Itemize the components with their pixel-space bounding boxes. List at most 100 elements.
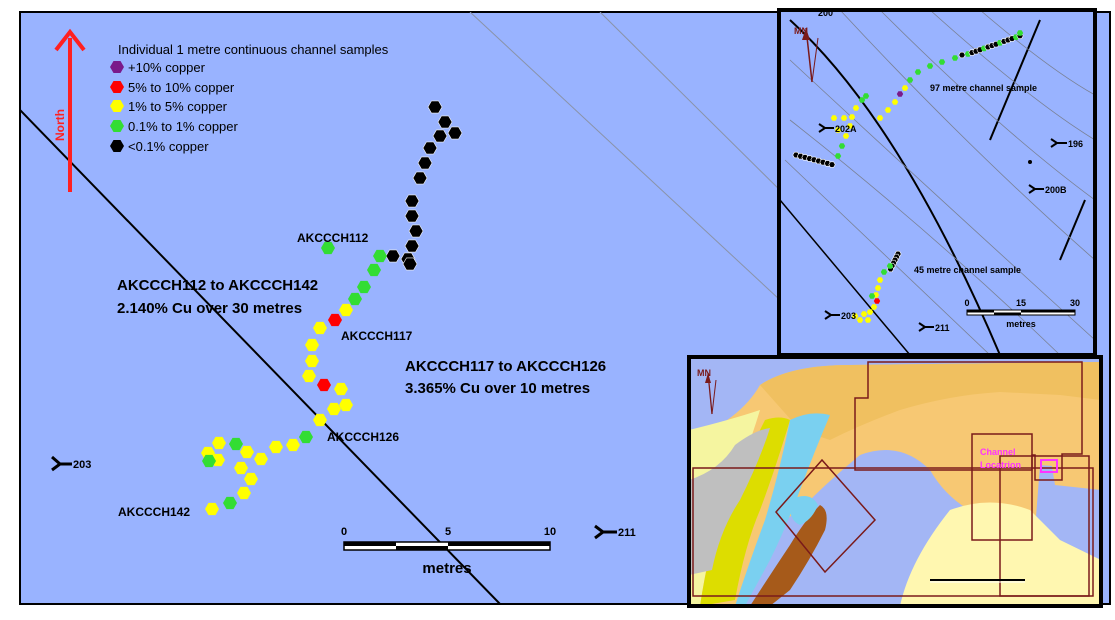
scale-tick-0: 0 [341, 526, 347, 538]
svg-text:203: 203 [841, 311, 856, 321]
sample-hexagon [417, 156, 433, 170]
inset-survey-points: 200 202A 196 200B 203 211 [818, 8, 1083, 333]
svg-text:0: 0 [964, 298, 969, 308]
channel-location-label-1: Channel [980, 447, 1016, 457]
sample-hexagon [408, 224, 424, 238]
channel-sample-hexagon [886, 263, 894, 269]
channel-label-45m: 45 metre channel sample [914, 265, 1021, 275]
scale-tick-5: 5 [445, 526, 451, 538]
channel-samples [201, 100, 463, 516]
svg-text:203: 203 [73, 459, 91, 471]
sample-hexagon [328, 313, 342, 327]
channel-sample-hexagon [951, 55, 959, 61]
channel-sample-hexagon [891, 99, 899, 105]
channel-sample-hexagon [914, 69, 922, 75]
channel-sample-hexagon [858, 97, 866, 103]
result-grade-1: 2.140% Cu over 30 metres [117, 300, 302, 317]
sample-hexagon [367, 263, 381, 277]
inset-bottom-border [687, 355, 1103, 608]
legend-item-4: 0.1% to 1% copper [128, 119, 239, 134]
legend-swatch-yellow [110, 100, 124, 112]
sample-hexagon [317, 378, 331, 392]
sample-hexagon [404, 194, 420, 208]
legend-item-2: 5% to 10% copper [128, 80, 235, 95]
svg-text:15: 15 [1016, 298, 1026, 308]
channel-sample-hexagon [901, 85, 909, 91]
channel-sample-hexagon [852, 105, 860, 111]
sample-hexagon [404, 239, 420, 253]
sample-hexagon [244, 472, 258, 486]
channel-sample-hexagon [856, 317, 864, 323]
channel-sample-hexagon [862, 93, 870, 99]
legend-item-3: 1% to 5% copper [128, 99, 228, 114]
svg-text:196: 196 [1068, 139, 1083, 149]
sample-hexagon [373, 249, 387, 263]
contour-line [469, 12, 781, 301]
sample-label-117: AKCCCH117 [341, 329, 413, 343]
channel-sample-hexagon [866, 309, 874, 315]
channel-sample-hexagon [834, 127, 842, 133]
fault-line [20, 109, 501, 604]
sample-hexagon [223, 496, 237, 510]
contour-line [599, 12, 801, 211]
legend-swatch-green [110, 120, 124, 132]
sample-hexagon [299, 430, 313, 444]
channel-sample-hexagon [958, 51, 966, 59]
legend-swatch-red [110, 81, 124, 93]
sample-hexagon [422, 141, 438, 155]
channel-sample-hexagon [842, 133, 850, 139]
sample-hexagon [339, 303, 353, 317]
channel-sample-hexagon [926, 63, 934, 69]
geology-map [689, 357, 1101, 606]
sample-label-126: AKCCCH126 [327, 430, 399, 444]
svg-text:MN: MN [794, 26, 808, 36]
svg-text:211: 211 [935, 323, 950, 333]
north-label: North [53, 109, 67, 141]
sample-hexagon [286, 438, 300, 452]
channel-sample-hexagon [848, 114, 856, 120]
channel-sample-hexagon [860, 311, 868, 317]
scale-unit: metres [422, 560, 471, 577]
sample-hexagon [339, 398, 353, 412]
sample-hexagon [202, 454, 216, 468]
legend-swatch-black [110, 140, 124, 152]
magnetic-north-arrow: MN [794, 26, 819, 83]
channel-sample-hexagon [840, 115, 848, 121]
sample-hexagon [327, 402, 341, 416]
sample-hexagon [427, 100, 443, 114]
channel-label-97m: 97 metre channel sample [930, 83, 1037, 93]
sample-hexagon [348, 292, 362, 306]
sample-hexagon [269, 440, 283, 454]
sample-hexagon [357, 280, 371, 294]
sample-hexagon [412, 171, 428, 185]
channel-sample-hexagon [828, 161, 836, 168]
channel-97m [792, 30, 1024, 168]
legend-item-5: <0.1% copper [128, 139, 209, 154]
channel-sample-hexagon [838, 143, 846, 149]
result-interval-2: AKCCCH117 to AKCCCH126 [405, 358, 606, 375]
sample-hexagon [334, 382, 348, 396]
channel-sample-hexagon [830, 115, 838, 121]
legend: Individual 1 metre continuous channel sa… [110, 42, 389, 154]
channel-sample-hexagon [834, 153, 842, 159]
channel-sample-hexagon [876, 115, 884, 121]
channel-sample-hexagon [880, 269, 888, 275]
sample-hexagon [437, 115, 453, 129]
sample-hexagon [240, 445, 254, 459]
result-grade-2: 3.365% Cu over 10 metres [405, 380, 590, 397]
channel-sample-hexagon [846, 123, 854, 129]
legend-item-1: +10% copper [128, 60, 206, 75]
survey-point-211: 211 [594, 524, 636, 540]
sample-hexagon [447, 126, 463, 140]
sample-hexagon [237, 486, 251, 500]
svg-text:200B: 200B [1045, 185, 1067, 195]
sample-hexagon [254, 452, 268, 466]
channel-sample-hexagon [896, 91, 904, 97]
sample-hexagon [305, 338, 319, 352]
channel-sample-hexagon [873, 298, 881, 304]
sample-hexagon [212, 436, 226, 450]
result-interval-1: AKCCCH112 to AKCCCH142 [117, 277, 318, 294]
scale-bar: 0 5 10 metres [341, 526, 556, 577]
channel-sample-hexagon [851, 313, 859, 319]
